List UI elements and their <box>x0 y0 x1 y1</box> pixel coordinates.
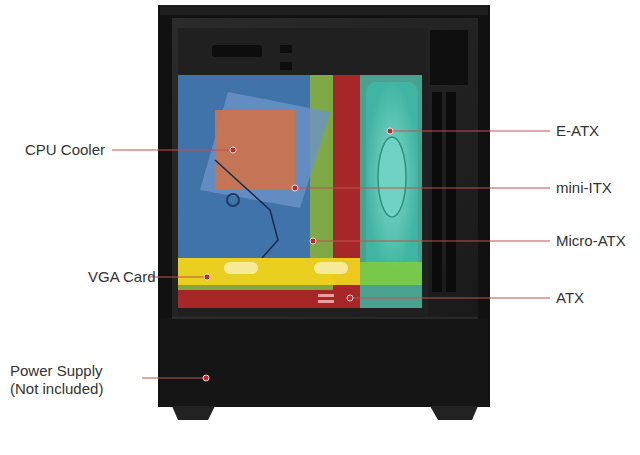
card-latch <box>224 262 258 274</box>
screw-mark <box>227 194 239 206</box>
leader-dot <box>310 238 316 244</box>
leader-dot <box>347 295 353 301</box>
e-atx-area <box>360 75 422 308</box>
leader-line <box>148 277 207 278</box>
leader-line <box>142 378 206 379</box>
fan-hub <box>378 137 406 217</box>
glass-panel <box>172 18 478 318</box>
vga-card-extension <box>360 262 422 285</box>
callout-label: E-ATX <box>556 122 599 140</box>
callout-label: ATX <box>556 289 584 307</box>
callout-label: mini-ITX <box>556 179 612 197</box>
leader-dot <box>230 147 236 153</box>
case-body <box>158 5 490 407</box>
case-top-edge <box>160 5 488 15</box>
tray-hole <box>280 62 292 70</box>
leader-dot <box>292 185 298 191</box>
callout-label: Micro-ATX <box>556 232 626 250</box>
callout-label: Power Supply (Not included) <box>10 362 122 398</box>
vga-card-area <box>178 258 360 285</box>
callout-label: VGA Card <box>88 268 156 286</box>
expansion-slot <box>432 92 442 292</box>
card-latch <box>314 262 348 274</box>
leader-dots <box>203 128 393 381</box>
case-fan <box>366 82 418 272</box>
tray-hole <box>212 45 262 57</box>
atx-area <box>178 75 360 308</box>
leader-dot <box>203 375 209 381</box>
slot-mark <box>318 300 334 303</box>
rear-io <box>430 30 468 85</box>
shroud-edge <box>172 318 478 319</box>
slot-mark <box>318 294 334 297</box>
psu-shroud <box>160 318 488 406</box>
case-foot <box>172 406 215 420</box>
leader-dot <box>204 274 210 280</box>
micro-atx-area <box>178 75 333 290</box>
callout-label: CPU Cooler <box>25 141 105 159</box>
leader-line <box>313 241 550 242</box>
case-foot <box>430 406 478 420</box>
leader-dot <box>387 128 393 134</box>
leader-line <box>295 188 550 189</box>
leader-line <box>112 150 233 151</box>
expansion-slot <box>446 92 456 292</box>
leader-line <box>390 131 550 132</box>
tray-hole <box>280 45 292 53</box>
board-trace <box>215 160 278 258</box>
leader-line <box>350 298 550 299</box>
motherboard-tray <box>178 28 428 316</box>
leader-lines <box>112 131 550 378</box>
